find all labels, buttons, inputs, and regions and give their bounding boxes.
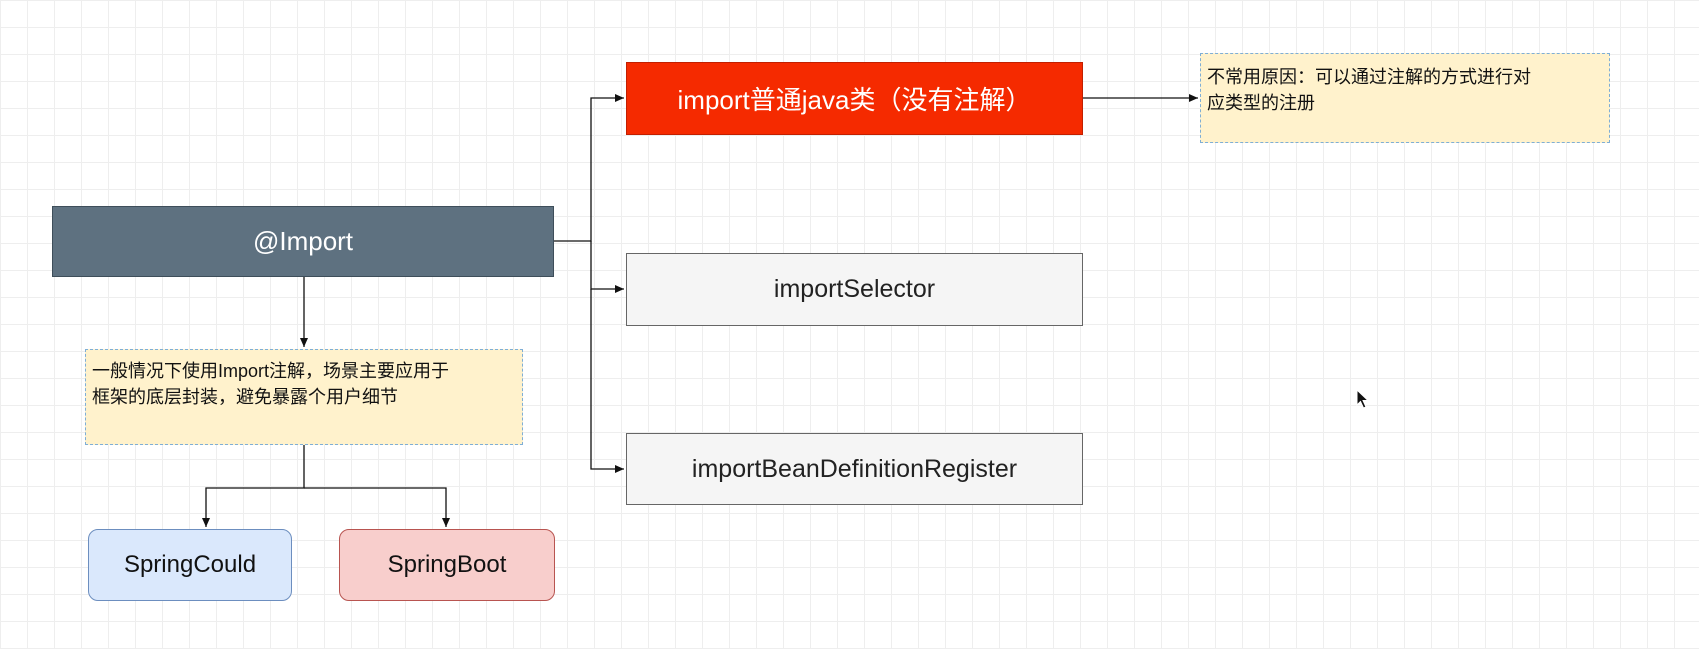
usage-note-line-2: 框架的底层封装，避免暴露个用户细节	[92, 387, 398, 407]
import-selector-label: importSelector	[773, 275, 936, 303]
plain-java-class-label: import普通java类（没有注解）	[677, 85, 1032, 115]
import-bean-definition-register-label: importBeanDefinitionRegister	[691, 454, 1018, 483]
springboot-label: SpringBoot	[387, 551, 507, 578]
springboot-node[interactable]: SpringBoot	[339, 529, 555, 601]
connector-import-to-selector	[590, 241, 624, 293]
import-annotation-label: @Import	[252, 226, 354, 256]
connector-note-to-springboot	[304, 487, 450, 527]
usage-note-line-1: 一般情况下使用Import注解，场景主要应用于	[92, 361, 450, 381]
connector-note-to-springcould	[202, 445, 305, 527]
connector-import-to-registrar	[590, 289, 624, 473]
connector-import-to-plain-class	[554, 94, 624, 242]
import-selector-node[interactable]: importSelector	[626, 253, 1083, 326]
reason-note-line-2: 应类型的注册	[1207, 93, 1315, 113]
reason-note-line-1: 不常用原因：可以通过注解的方式进行对	[1207, 67, 1531, 87]
springcould-node[interactable]: SpringCould	[88, 529, 292, 601]
import-bean-definition-register-node[interactable]: importBeanDefinitionRegister	[626, 433, 1083, 505]
import-annotation-node[interactable]: @Import	[52, 206, 554, 277]
springcould-label: SpringCould	[123, 551, 257, 578]
usage-note[interactable]: 一般情况下使用Import注解，场景主要应用于 框架的底层封装，避免暴露个用户细…	[85, 349, 523, 445]
reason-note[interactable]: 不常用原因：可以通过注解的方式进行对 应类型的注册	[1200, 53, 1610, 143]
plain-java-class-node[interactable]: import普通java类（没有注解）	[626, 62, 1083, 135]
mouse-cursor-icon	[1356, 389, 1370, 409]
